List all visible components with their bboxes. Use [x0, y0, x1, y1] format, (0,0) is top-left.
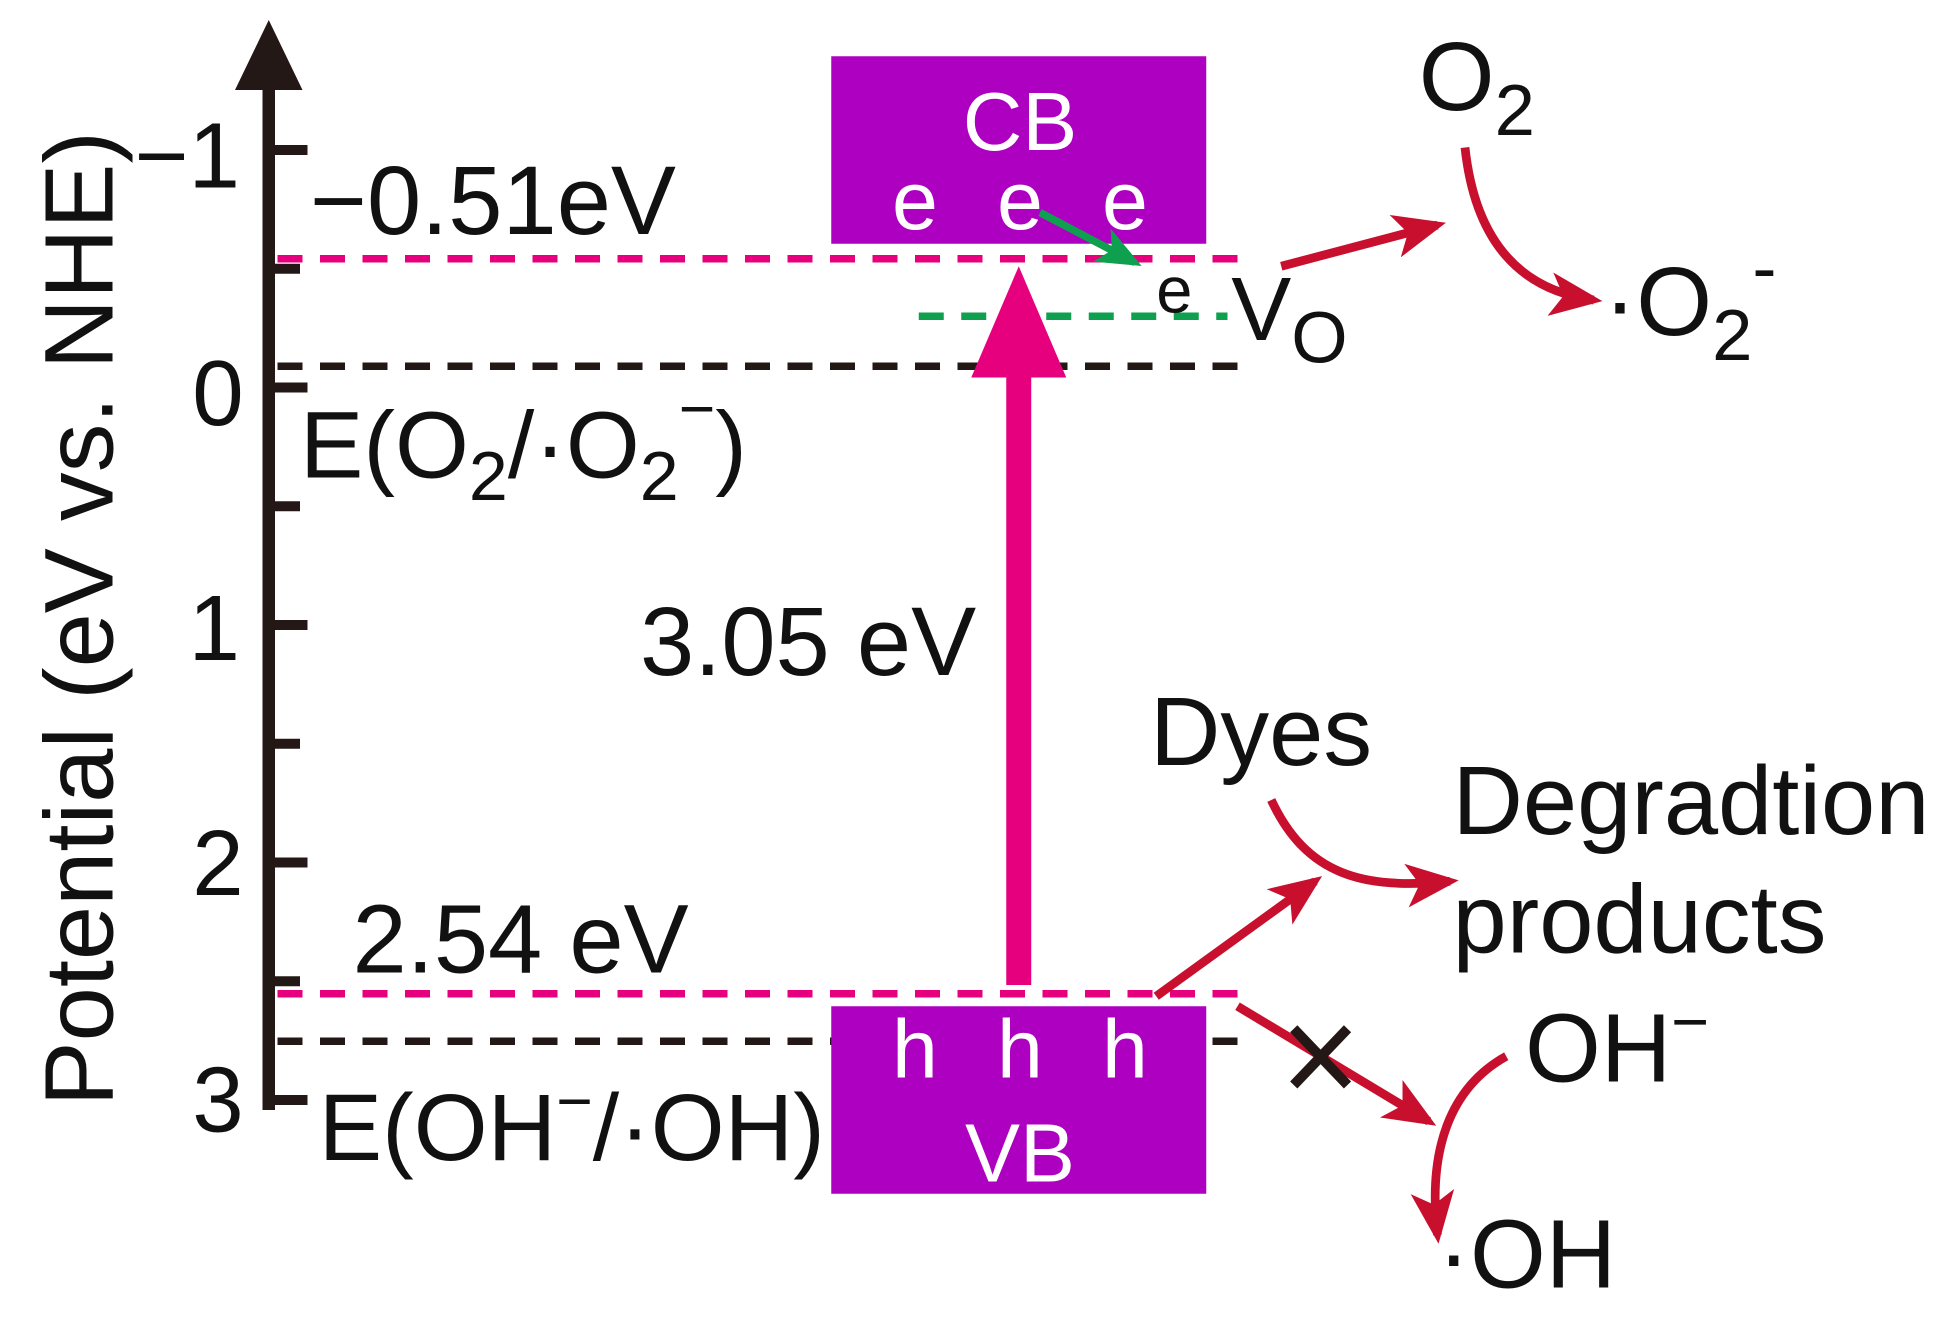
oxygen-vacancy-symbol: V	[1231, 260, 1291, 360]
electron-carrier: e	[892, 155, 938, 247]
dye-degradation-arrow	[1267, 798, 1459, 908]
valence-band: h h h VB	[831, 1004, 1207, 1199]
hydroxyl-radical-label: ·OH	[1438, 1200, 1617, 1309]
oxygen-symbol: O	[1419, 22, 1495, 131]
valence-band-box	[831, 1006, 1207, 1194]
hole-carrier: h	[892, 1004, 938, 1096]
blocked-cross-icon	[1290, 1025, 1352, 1089]
dyes-label: Dyes	[1150, 677, 1372, 786]
o2-redox-label: E(O2/·O2−)	[300, 374, 747, 515]
o2-redox-subscript: 2	[469, 437, 508, 515]
oxygen-vacancy-subscript: O	[1291, 298, 1347, 379]
oxygen-vacancy-label: VO	[1231, 260, 1347, 379]
conduction-band: CB e e e	[831, 56, 1207, 247]
o2-redox-subscript: 2	[640, 437, 679, 515]
hydroxide-superscript: −	[1671, 985, 1709, 1058]
oh-redox-label: E(OH−/·OH)	[319, 1067, 825, 1182]
superoxide-label: ·O2-	[1604, 228, 1777, 377]
cb-edge-label: −0.51eV	[310, 146, 676, 255]
reaction-arrows	[1153, 147, 1603, 1244]
valence-band-label: VB	[965, 1107, 1075, 1199]
products-label-line1: Degradtion	[1453, 746, 1930, 855]
axis-tick-label: −1	[135, 104, 240, 208]
axis-tick-label: 1	[189, 576, 240, 680]
axis-title: Potential (eV vs. NHE)	[25, 131, 134, 1106]
hydroxide-symbol: OH	[1525, 993, 1671, 1102]
hydroxide-oxidation-arrow	[1410, 1052, 1509, 1244]
vacancy-to-oxygen-arrow	[1280, 215, 1446, 271]
oh-redox-superscript: −	[556, 1067, 593, 1137]
axis-tick-label: 3	[192, 1047, 243, 1151]
axis-arrowhead-icon	[235, 20, 303, 90]
superoxide-subscript: 2	[1712, 295, 1752, 376]
o2-redox-part: )	[715, 393, 747, 499]
o2-redox-superscript: −	[679, 374, 716, 444]
excitation-arrow	[971, 266, 1067, 985]
axis-tick-label: 0	[192, 341, 243, 445]
energy-levels	[277, 255, 1250, 1045]
oh-redox-part: /·OH)	[593, 1075, 825, 1181]
excitation-arrowhead-icon	[971, 266, 1067, 378]
oxygen-subscript: 2	[1495, 70, 1535, 151]
o2-redox-part: /·O	[508, 393, 640, 499]
oh-redox-part: E(OH	[319, 1075, 557, 1181]
vacancy-trap-arrow	[1038, 209, 1142, 266]
oxygen-reduction-arrow	[1460, 147, 1603, 316]
hole-to-dyes-arrow	[1153, 876, 1323, 1000]
trapped-electron-label: e	[1156, 254, 1192, 327]
conduction-band-label: CB	[963, 76, 1078, 168]
oxygen-label: O2	[1419, 22, 1535, 151]
potential-axis: −1 0 1 2 3 Potential (eV vs. NHE)	[25, 20, 308, 1151]
hydroxide-label: OH−	[1525, 985, 1709, 1103]
electron-carrier: e	[1102, 155, 1148, 247]
conduction-band-box	[831, 56, 1207, 244]
o2-redox-part: E(O	[300, 393, 469, 499]
band-gap-label: 3.05 eV	[640, 587, 976, 696]
hole-carrier: h	[997, 1004, 1043, 1096]
vb-edge-label: 2.54 eV	[353, 885, 689, 994]
hole-carrier: h	[1102, 1004, 1148, 1096]
electron-carrier: e	[997, 155, 1043, 247]
axis-tick-label: 2	[192, 811, 243, 915]
products-label-line2: products	[1453, 865, 1827, 974]
superoxide-symbol: ·O	[1604, 247, 1712, 356]
blocked-cross-stroke	[1290, 1025, 1352, 1089]
superoxide-superscript: -	[1752, 228, 1776, 309]
